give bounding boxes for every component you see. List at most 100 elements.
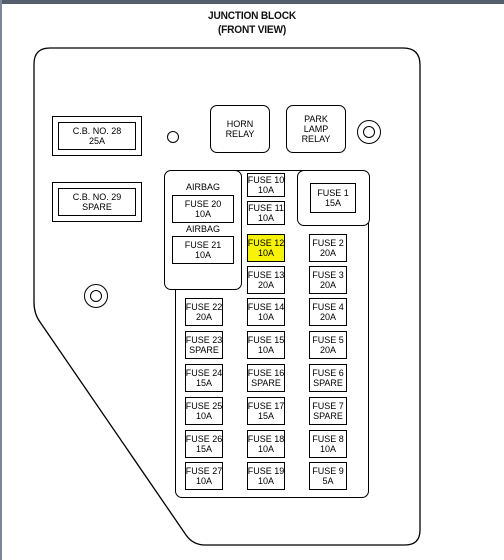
fuse-panel-frame	[175, 170, 369, 498]
fuse-15[interactable]: FUSE 15 10A	[247, 331, 285, 359]
diagram-subtitle: (FRONT VIEW)	[217, 24, 287, 36]
fuse-9[interactable]: FUSE 9 5A	[309, 462, 347, 490]
fuse-18-rating: 10A	[257, 444, 274, 454]
fuse-21[interactable]: FUSE 21 10A	[172, 236, 234, 264]
fuse-2-rating: 20A	[319, 248, 336, 258]
circuit-breaker-29[interactable]: C.B. NO. 29 SPARE	[52, 182, 142, 222]
fuse-20-rating: 10A	[194, 209, 211, 219]
fuse-15-name: FUSE 15	[247, 335, 285, 345]
fuse-16[interactable]: FUSE 16 SPARE	[247, 364, 285, 392]
fuse-18[interactable]: FUSE 18 10A	[247, 430, 285, 458]
fuse-8[interactable]: FUSE 8 10A	[309, 430, 347, 458]
breaker-28-name: C.B. NO. 28	[72, 126, 122, 136]
park-relay-line2: LAMP	[303, 124, 329, 134]
circuit-breaker-28[interactable]: C.B. NO. 28 25A	[52, 116, 142, 156]
fuse-2[interactable]: FUSE 2 20A	[309, 234, 347, 262]
breaker-28-rating: 25A	[88, 136, 105, 146]
fuse-17-name: FUSE 17	[247, 401, 285, 411]
fuse-10[interactable]: FUSE 10 10A	[247, 173, 285, 197]
fuse-19-name: FUSE 19	[247, 466, 285, 476]
fuse-25-rating: 10A	[195, 411, 212, 421]
fuse-14-rating: 10A	[257, 312, 274, 322]
fuse-21-name: FUSE 21	[184, 240, 222, 250]
fuse-25-name: FUSE 25	[185, 401, 223, 411]
fuse-6[interactable]: FUSE 6 SPARE	[309, 364, 347, 392]
mounting-hole-left-inner	[90, 290, 102, 302]
fuse-15-rating: 10A	[257, 345, 274, 355]
fuse-26-name: FUSE 26	[185, 434, 223, 444]
fuse-20[interactable]: FUSE 20 10A	[172, 195, 234, 223]
fuse-10-rating: 10A	[257, 185, 274, 195]
fuse-26-rating: 15A	[195, 444, 212, 454]
fuse-9-rating: 5A	[322, 476, 334, 486]
park-relay-line3: RELAY	[301, 134, 331, 144]
fuse-5[interactable]: FUSE 5 20A	[309, 331, 347, 359]
fuse-1-name: FUSE 1	[317, 188, 349, 198]
fuse-14[interactable]: FUSE 14 10A	[247, 298, 285, 326]
fuse-19[interactable]: FUSE 19 10A	[247, 462, 285, 490]
fuse-23-rating: SPARE	[189, 345, 219, 355]
horn-relay[interactable]: HORN RELAY	[210, 105, 270, 153]
fuse-13-name: FUSE 13	[247, 270, 285, 280]
fuse-11-rating: 10A	[257, 213, 274, 223]
fuse-23-name: FUSE 23	[185, 335, 223, 345]
fuse-17-rating: 15A	[257, 411, 274, 421]
fuse-13[interactable]: FUSE 13 20A	[247, 266, 285, 294]
fuse-27-rating: 10A	[195, 476, 212, 486]
fuse-1[interactable]: FUSE 1 15A	[310, 183, 356, 213]
fuse-9-name: FUSE 9	[312, 466, 344, 476]
fuse-4-name: FUSE 4	[312, 302, 344, 312]
fuse-19-rating: 10A	[257, 476, 274, 486]
fuse-4[interactable]: FUSE 4 20A	[309, 298, 347, 326]
fuse-3[interactable]: FUSE 3 20A	[309, 266, 347, 294]
fuse-1-rating: 15A	[324, 198, 341, 208]
fuse-7-rating: SPARE	[313, 411, 343, 421]
fuse-20-name: FUSE 20	[184, 199, 222, 209]
fuse-16-rating: SPARE	[251, 378, 281, 388]
fuse-24-rating: 15A	[195, 378, 212, 388]
fuse-8-rating: 10A	[319, 444, 336, 454]
window-top-bar	[0, 0, 504, 4]
park-relay-line1: PARK	[304, 114, 328, 124]
fuse-27-name: FUSE 27	[185, 466, 223, 476]
fuse-26[interactable]: FUSE 26 15A	[185, 430, 223, 458]
fuse-12[interactable]: FUSE 12 10A	[247, 234, 285, 262]
fuse-21-rating: 10A	[194, 250, 211, 260]
park-lamp-relay[interactable]: PARK LAMP RELAY	[286, 105, 346, 153]
fuse-14-name: FUSE 14	[247, 302, 285, 312]
fuse-22-rating: 20A	[195, 312, 212, 322]
fuse-25[interactable]: FUSE 25 10A	[185, 397, 223, 425]
fuse-12-name: FUSE 12	[247, 238, 285, 248]
airbag-fuse-group	[164, 170, 242, 290]
fuse-11-name: FUSE 11	[248, 203, 284, 213]
fuse-12-rating: 10A	[257, 248, 274, 258]
fuse-24[interactable]: FUSE 24 15A	[185, 364, 223, 392]
mounting-hole-right	[357, 120, 381, 144]
fuse-22[interactable]: FUSE 22 20A	[185, 298, 223, 326]
fuse-2-name: FUSE 2	[312, 238, 344, 248]
fuse-27[interactable]: FUSE 27 10A	[185, 462, 223, 490]
fuse-7[interactable]: FUSE 7 SPARE	[309, 397, 347, 425]
mounting-hole-small	[167, 131, 179, 143]
fuse-8-name: FUSE 8	[312, 434, 344, 444]
horn-relay-line2: RELAY	[225, 129, 255, 139]
breaker-29-spare: SPARE	[82, 202, 112, 212]
fuse-6-name: FUSE 6	[312, 368, 344, 378]
fuse-23[interactable]: FUSE 23 SPARE	[185, 331, 223, 359]
fuse-18-name: FUSE 18	[247, 434, 285, 444]
fuse-13-rating: 20A	[257, 280, 274, 290]
fuse-17[interactable]: FUSE 17 15A	[247, 397, 285, 425]
fuse-5-name: FUSE 5	[312, 335, 344, 345]
fuse-11[interactable]: FUSE 11 10A	[247, 201, 285, 225]
breaker-29-name: C.B. NO. 29	[72, 192, 122, 202]
horn-relay-line1: HORN	[226, 119, 254, 129]
airbag-label-1: AIRBAG	[185, 182, 220, 192]
fuse-22-name: FUSE 22	[185, 302, 223, 312]
fuse-4-rating: 20A	[319, 312, 336, 322]
mounting-hole-left	[84, 284, 108, 308]
fuse-10-name: FUSE 10	[247, 175, 285, 185]
fuse-16-name: FUSE 16	[247, 368, 285, 378]
fuse-24-name: FUSE 24	[185, 368, 223, 378]
airbag-label-2: AIRBAG	[185, 224, 220, 234]
